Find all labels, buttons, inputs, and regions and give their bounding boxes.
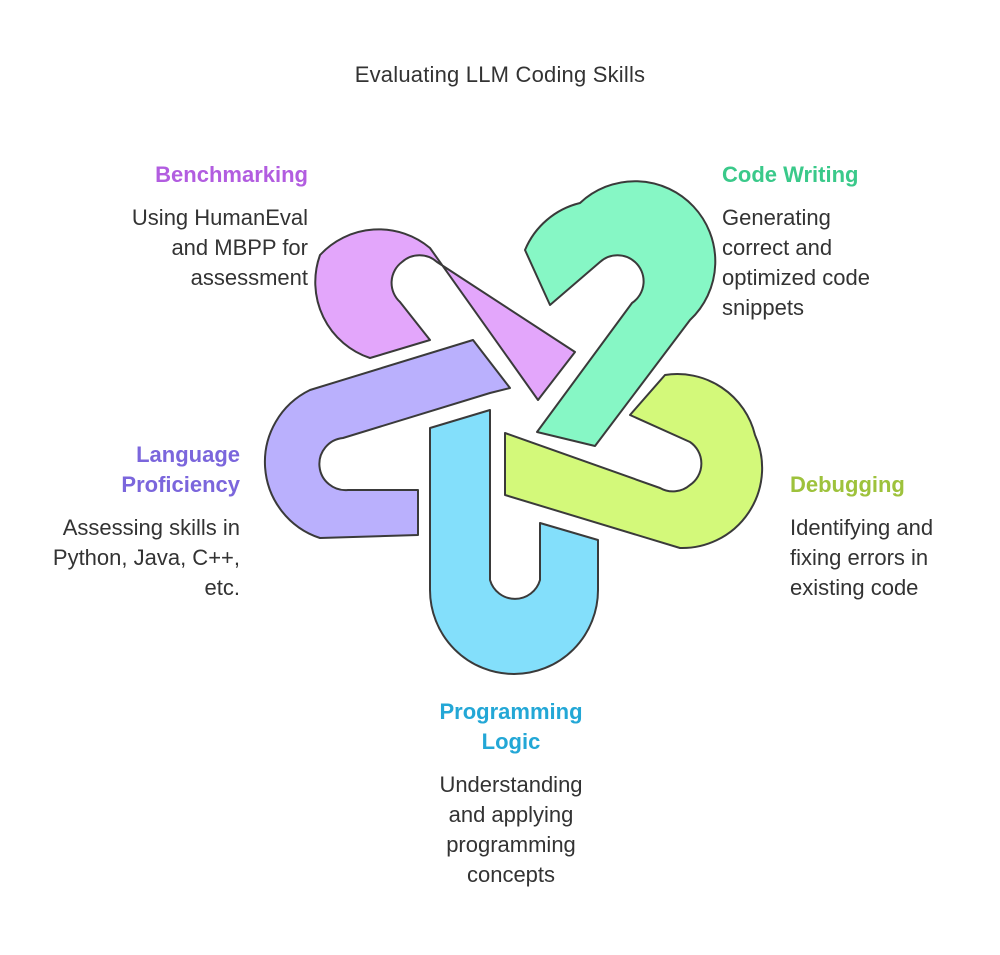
debugging-block: Debugging Identifying and fixing errors …	[790, 470, 990, 603]
code-writing-description: Generating correct and optimized code sn…	[722, 205, 870, 320]
programming-block: Programming Logic Understanding and appl…	[400, 697, 622, 890]
benchmarking-block: Benchmarking Using HumanEval and MBPP fo…	[60, 160, 308, 293]
programming-description: Understanding and applying programming c…	[439, 772, 583, 887]
language-block: Language Proficiency Assessing skills in…	[20, 440, 240, 603]
language-description: Assessing skills in Python, Java, C++, e…	[52, 515, 240, 600]
debugging-loop	[504, 373, 764, 550]
programming-loop	[429, 409, 599, 675]
language-heading: Language Proficiency	[121, 442, 240, 497]
debugging-heading: Debugging	[790, 472, 905, 497]
code-writing-loop	[524, 180, 717, 447]
diagram-title: Evaluating LLM Coding Skills	[354, 62, 646, 87]
benchmarking-loop	[314, 228, 576, 401]
debugging-description: Identifying and fixing errors in existin…	[790, 515, 934, 600]
code-writing-heading: Code Writing	[722, 162, 859, 187]
code-writing-block: Code Writing Generating correct and opti…	[722, 160, 982, 323]
programming-heading: Programming Logic	[439, 699, 583, 754]
benchmarking-description: Using HumanEval and MBPP for assessment	[131, 205, 308, 290]
benchmarking-heading: Benchmarking	[155, 162, 308, 187]
language-loop	[263, 339, 511, 539]
